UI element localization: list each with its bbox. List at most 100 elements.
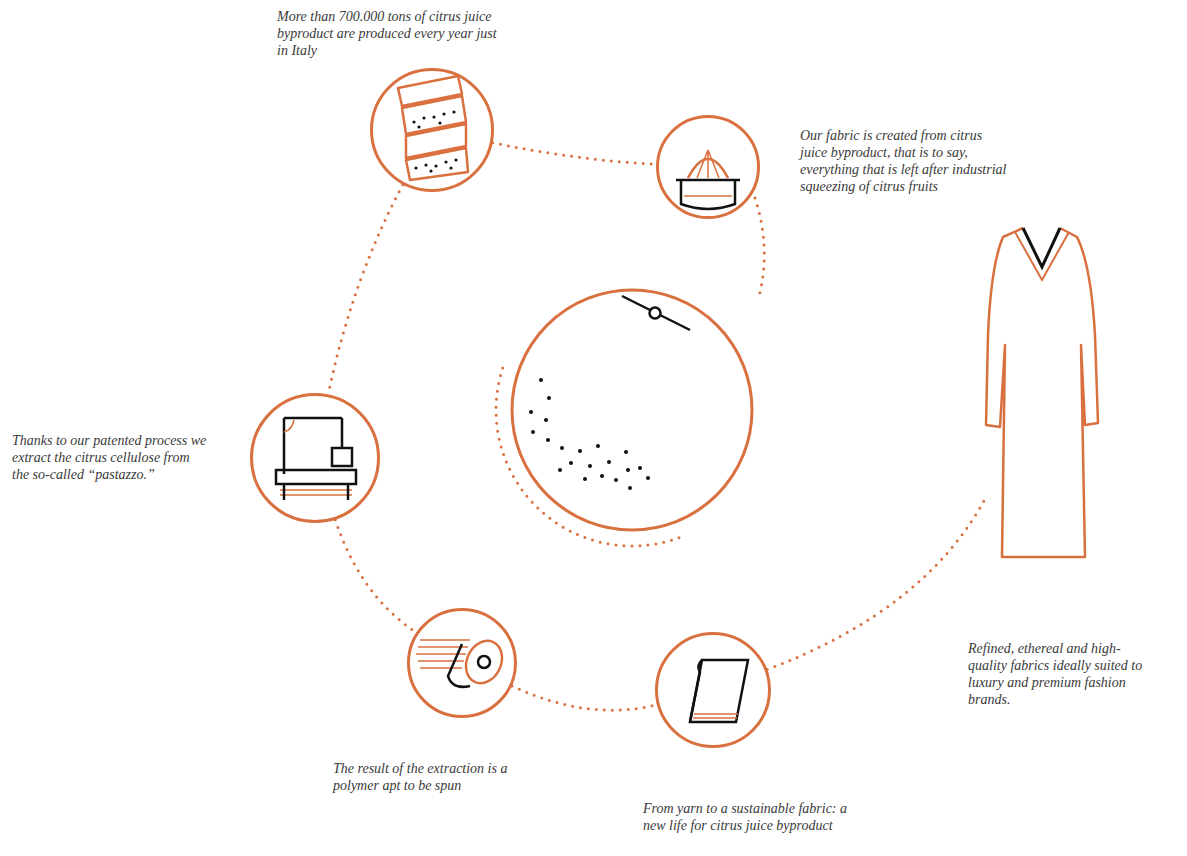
step-caption: Thanks to our patented process we extrac… bbox=[12, 432, 208, 483]
peel-icon-part bbox=[406, 124, 466, 158]
roll-icon-part bbox=[478, 656, 490, 668]
step-caption: The result of the extraction is a polyme… bbox=[333, 760, 538, 794]
orange-illustration-part bbox=[626, 468, 630, 472]
peel-icon-part bbox=[414, 166, 417, 169]
peel-icon-part bbox=[412, 120, 415, 123]
fabric-icon bbox=[690, 660, 748, 722]
peel-icon-part bbox=[402, 96, 466, 134]
dress-neckline bbox=[1023, 228, 1060, 267]
juicer-icon-part bbox=[676, 179, 740, 182]
peel-icon-part bbox=[449, 166, 452, 169]
circle-border bbox=[372, 70, 493, 191]
orange-illustration-part bbox=[646, 476, 650, 480]
circle-outline bbox=[250, 393, 380, 523]
step-circle: More than 700.000 tons of citrus juice b… bbox=[370, 68, 494, 192]
circle-border bbox=[658, 117, 759, 218]
orange-illustration-part bbox=[512, 290, 752, 530]
step-caption: Our fabric is created from citrus juice … bbox=[800, 127, 1008, 195]
circle-border bbox=[657, 634, 770, 747]
peel-icon-part bbox=[444, 160, 447, 163]
orange-illustration-part bbox=[529, 410, 533, 414]
fabric-icon-part bbox=[693, 714, 738, 718]
dotted-connector bbox=[493, 143, 656, 165]
orange-illustration-part bbox=[558, 468, 562, 472]
orange-illustration-part bbox=[569, 461, 573, 465]
dotted-connector bbox=[328, 185, 403, 395]
circle-outline bbox=[407, 608, 517, 718]
peel-icon-part bbox=[406, 148, 468, 180]
juicer-icon-part bbox=[681, 180, 735, 209]
orange-illustration-part bbox=[529, 378, 650, 490]
circle-outline bbox=[370, 68, 494, 192]
dotted-connector bbox=[512, 686, 657, 710]
peel-icon-part bbox=[417, 125, 420, 128]
juicer-icon-part bbox=[688, 159, 728, 178]
orange-illustration-part bbox=[588, 464, 592, 468]
orange-illustration-part bbox=[628, 486, 632, 490]
peel-icon-part bbox=[412, 110, 457, 172]
machine-icon-part bbox=[284, 484, 348, 500]
machine-icon-part bbox=[332, 448, 352, 466]
peel-icon-part bbox=[424, 163, 427, 166]
dotted-connector bbox=[767, 499, 985, 670]
juicer-icon bbox=[676, 150, 740, 209]
orange-illustration-part bbox=[638, 466, 642, 470]
dress-collar bbox=[1015, 232, 1069, 280]
peel-icon-part bbox=[429, 169, 432, 172]
step-circle: Thanks to our patented process we extrac… bbox=[250, 393, 380, 523]
dotted-connector bbox=[335, 520, 416, 633]
machine-icon-part bbox=[284, 418, 342, 474]
orange-illustration-part bbox=[607, 460, 611, 464]
roll-icon bbox=[416, 635, 509, 689]
peel-icon-part bbox=[398, 76, 462, 106]
orange-illustration-part bbox=[546, 438, 550, 442]
orange-illustration-part bbox=[583, 477, 587, 481]
step-circle: From yarn to a sustainable fabric: a new… bbox=[655, 632, 771, 748]
step-caption: More than 700.000 tons of citrus juice b… bbox=[277, 8, 499, 59]
roll-icon-part bbox=[416, 640, 470, 668]
fabric-icon-part bbox=[690, 660, 748, 722]
step-caption: From yarn to a sustainable fabric: a new… bbox=[643, 800, 848, 834]
orange-illustration-part bbox=[622, 296, 690, 330]
peel-icon bbox=[398, 76, 468, 180]
step-caption: Refined, ethereal and high-quality fabri… bbox=[968, 640, 1158, 708]
orange-illustration-part bbox=[496, 368, 681, 546]
dress-outline bbox=[985, 225, 1100, 560]
peel-icon-part bbox=[438, 121, 441, 124]
circle-outline bbox=[655, 632, 771, 748]
circle-border bbox=[252, 395, 379, 522]
fabric-icon-part bbox=[690, 660, 702, 722]
leader-dots bbox=[755, 198, 764, 300]
dress-shape bbox=[986, 228, 1098, 557]
peel-icon-part bbox=[454, 158, 457, 161]
orange-illustration-part bbox=[560, 446, 564, 450]
peel-icon-part bbox=[432, 115, 435, 118]
step-circle: Our fabric is created from citrus juice … bbox=[656, 115, 760, 219]
orange-illustration-part bbox=[650, 308, 661, 319]
circle-outline bbox=[656, 115, 760, 219]
orange-illustration-part bbox=[596, 444, 600, 448]
roll-icon-part bbox=[448, 644, 470, 687]
orange-illustration-part bbox=[614, 478, 618, 482]
step-circle: The result of the extraction is a polyme… bbox=[407, 608, 517, 718]
orange-illustration-part bbox=[539, 378, 543, 382]
circle-border bbox=[409, 610, 516, 717]
orange-illustration-part bbox=[600, 474, 604, 478]
orange-illustration-part bbox=[544, 418, 548, 422]
peel-icon-part bbox=[422, 116, 425, 119]
juicer-icon-part bbox=[697, 150, 719, 178]
machine-icon-part bbox=[280, 490, 352, 495]
orange-illustration bbox=[496, 290, 752, 546]
orange-illustration-part bbox=[624, 450, 628, 454]
peel-icon-part bbox=[442, 112, 445, 115]
machine-icon-part bbox=[284, 420, 294, 432]
peel-icon-part bbox=[452, 110, 455, 113]
machine-icon-part bbox=[276, 470, 356, 484]
juicer-icon-part bbox=[684, 195, 732, 197]
peel-icon-part bbox=[434, 164, 437, 167]
orange-illustration-part bbox=[531, 430, 535, 434]
orange-illustration-part bbox=[547, 396, 551, 400]
orange-illustration-part bbox=[578, 449, 582, 453]
